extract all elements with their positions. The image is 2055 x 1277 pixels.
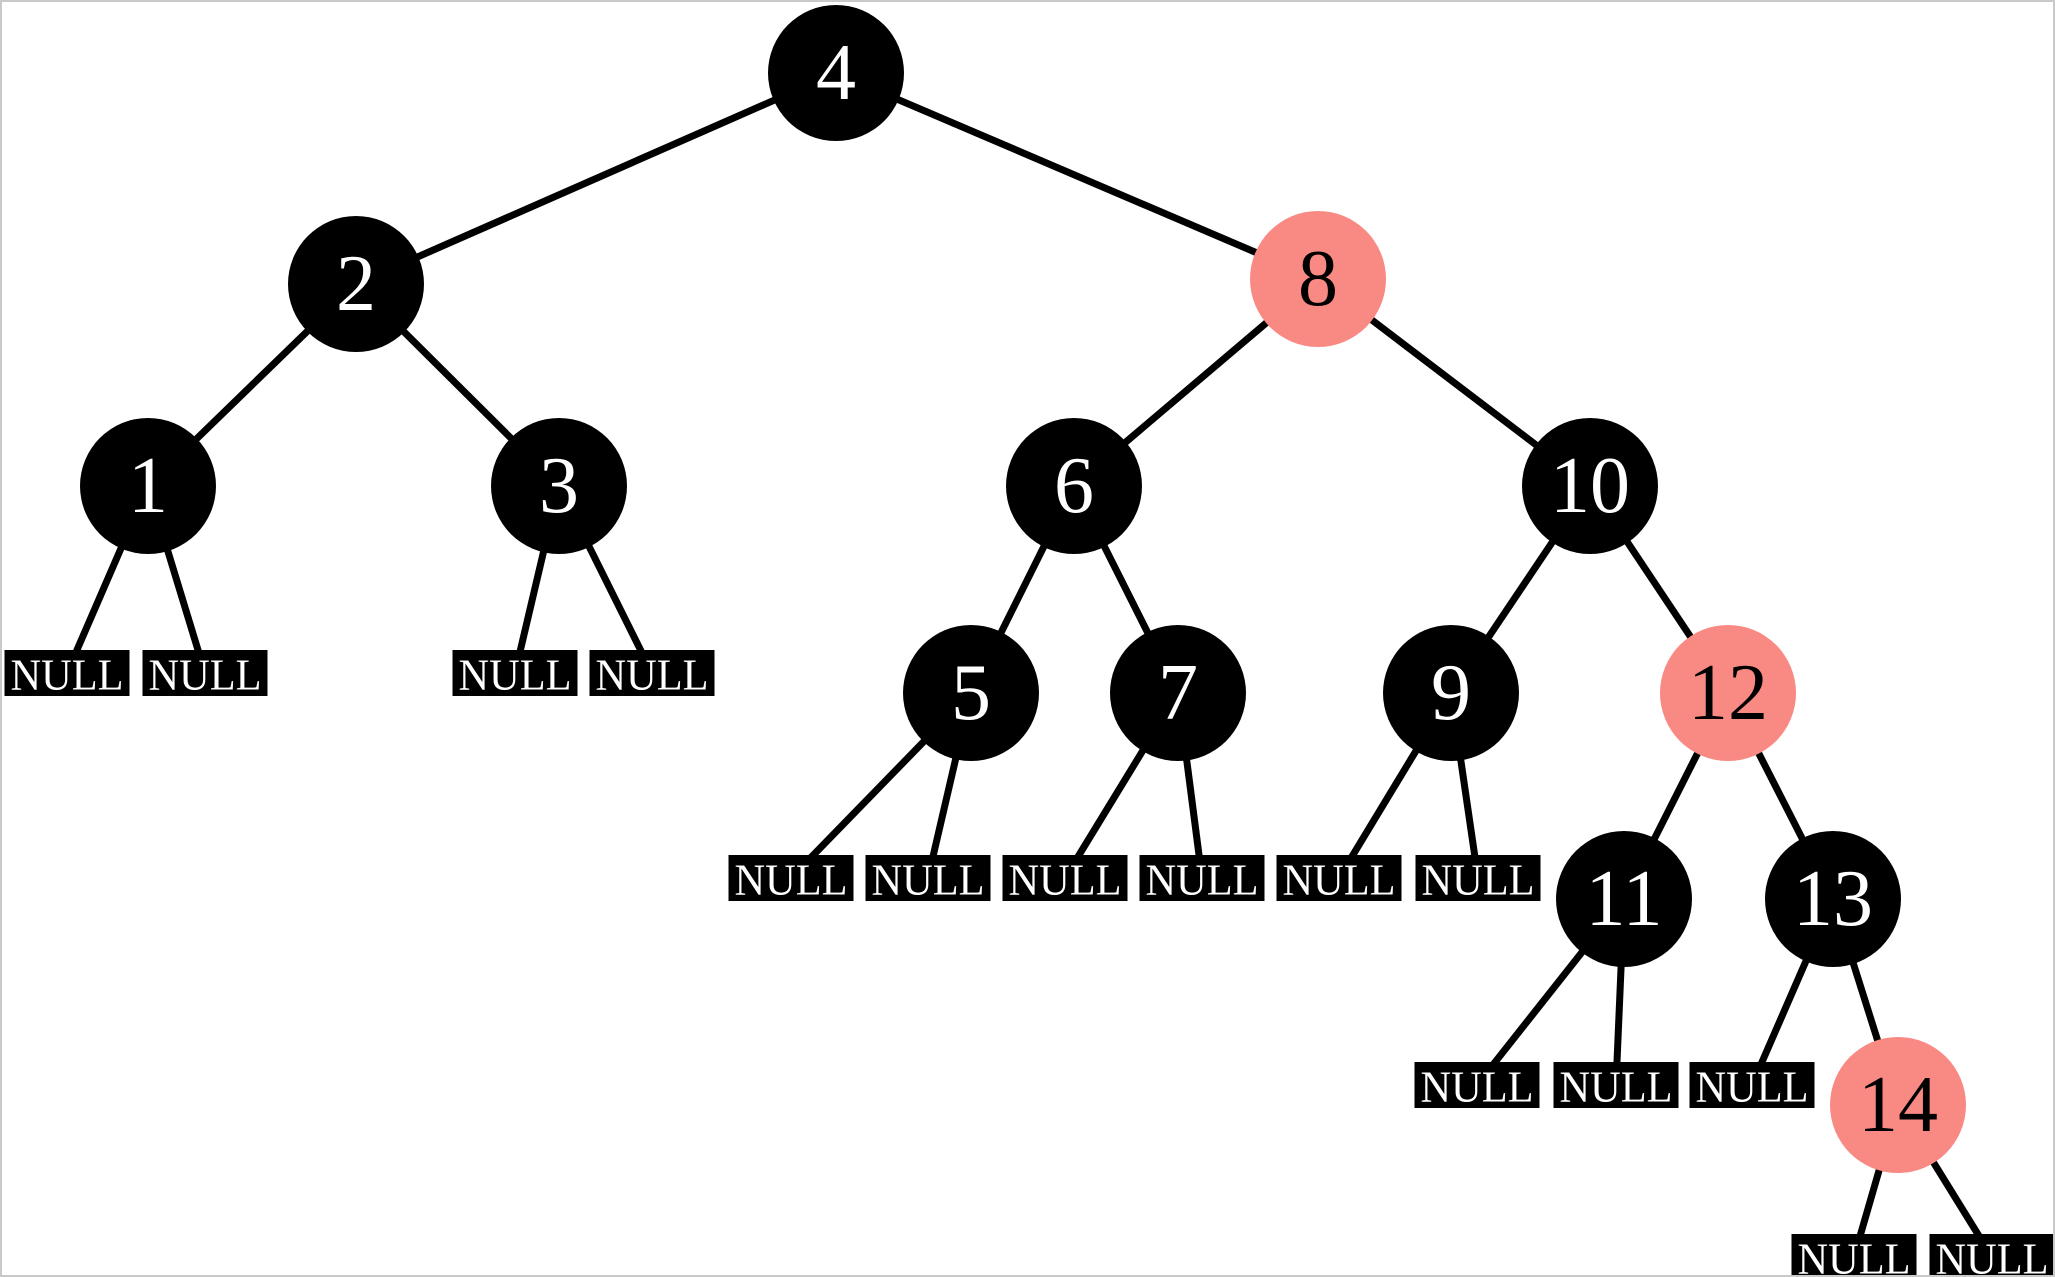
null-box-label-9: NULL	[1422, 856, 1535, 905]
null-box-12	[1689, 1062, 1815, 1108]
tree-node-label-9: 9	[1431, 649, 1471, 737]
tree-node-circle-12	[1660, 625, 1796, 761]
null-box-4	[728, 855, 854, 901]
null-box-2	[452, 650, 578, 696]
null-box-7	[1139, 855, 1265, 901]
null-box-label-8: NULL	[1283, 856, 1396, 905]
tree-node-circle-1	[80, 418, 216, 554]
tree-node-circle-14	[1830, 1037, 1966, 1173]
null-box-label-13: NULL	[1798, 1235, 1911, 1276]
null-box-10	[1414, 1062, 1540, 1108]
null-box-11	[1553, 1062, 1679, 1108]
tree-node-circle-9	[1383, 625, 1519, 761]
null-box-label-5: NULL	[872, 856, 985, 905]
null-box-label-4: NULL	[735, 856, 848, 905]
null-box-label-7: NULL	[1146, 856, 1259, 905]
tree-node-circle-3	[491, 418, 627, 554]
null-box-8	[1276, 855, 1402, 901]
tree-node-label-4: 4	[816, 29, 856, 117]
null-box-label-3: NULL	[596, 651, 709, 700]
tree-node-label-13: 13	[1793, 855, 1873, 943]
tree-node-circle-2	[288, 216, 424, 352]
null-box-0	[4, 650, 130, 696]
tree-node-circle-6	[1006, 418, 1142, 554]
tree-node-label-14: 14	[1858, 1061, 1938, 1149]
null-box-3	[589, 650, 715, 696]
tree-node-circle-10	[1522, 418, 1658, 554]
null-box-label-11: NULL	[1560, 1063, 1673, 1112]
tree-node-label-12: 12	[1688, 649, 1768, 737]
tree-node-circle-5	[903, 625, 1039, 761]
null-box-label-1: NULL	[149, 651, 262, 700]
null-box-label-14: NULL	[1936, 1235, 2049, 1276]
tree-node-circle-11	[1556, 831, 1692, 967]
tree-node-label-11: 11	[1585, 855, 1662, 943]
null-box-label-0: NULL	[11, 651, 124, 700]
null-box-14	[1929, 1234, 2053, 1275]
null-box-9	[1415, 855, 1541, 901]
null-box-label-10: NULL	[1421, 1063, 1534, 1112]
null-box-5	[865, 855, 991, 901]
tree-node-circle-7	[1110, 625, 1246, 761]
tree-node-label-2: 2	[336, 240, 376, 328]
tree-node-label-8: 8	[1298, 235, 1338, 323]
null-box-label-6: NULL	[1009, 856, 1122, 905]
null-box-label-2: NULL	[459, 651, 572, 700]
tree-node-circle-8	[1250, 211, 1386, 347]
tree-node-label-7: 7	[1158, 649, 1198, 737]
tree-node-label-6: 6	[1054, 442, 1094, 530]
tree-node-circle-13	[1765, 831, 1901, 967]
tree-edge-4-2	[354, 69, 838, 288]
tree-edge-4-8	[834, 69, 1320, 283]
tree-node-label-10: 10	[1550, 442, 1630, 530]
null-box-1	[142, 650, 268, 696]
null-box-13	[1791, 1234, 1917, 1275]
null-box-6	[1002, 855, 1128, 901]
tree-node-label-3: 3	[539, 442, 579, 530]
null-box-label-12: NULL	[1696, 1063, 1809, 1112]
tree-node-label-1: 1	[128, 442, 168, 530]
tree-node-label-5: 5	[951, 649, 991, 737]
tree-node-circle-4	[768, 5, 904, 141]
